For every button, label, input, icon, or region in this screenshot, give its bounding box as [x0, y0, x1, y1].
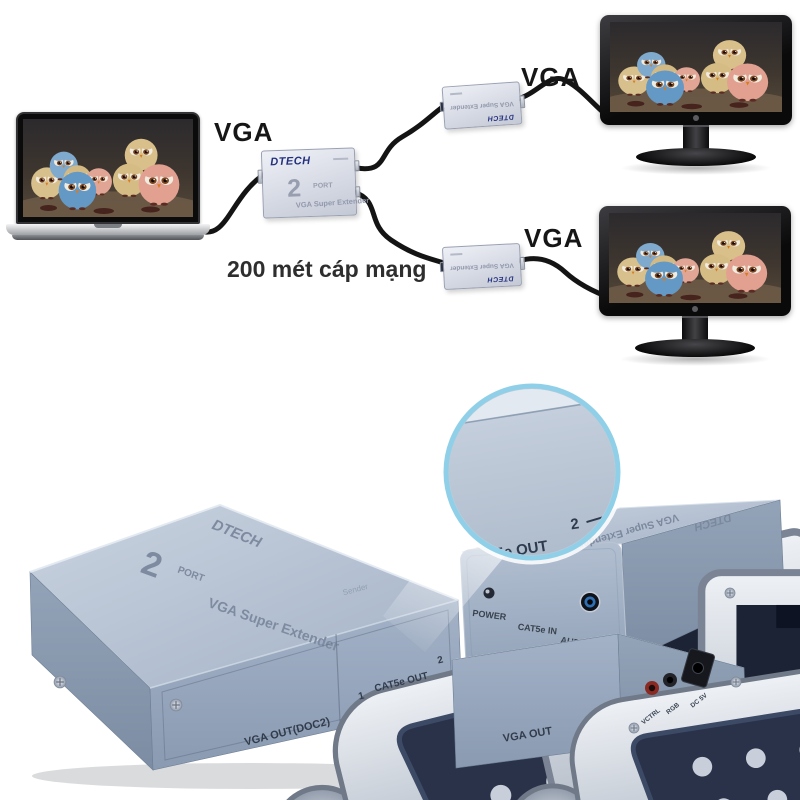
- monitor-brand-dot: [692, 306, 698, 312]
- monitor-brand-dot: [693, 115, 699, 121]
- monitor-2: [599, 206, 791, 378]
- sender-box-diagram: DTECH 2 PORT VGA Super Extender: [257, 147, 369, 219]
- monitor-screen: [609, 213, 781, 303]
- cable-receiver2-to-monitor2: [516, 256, 614, 301]
- receiver-box-diagram-1: DTECH VGA Super Extender: [439, 81, 526, 130]
- side-jacks: [645, 648, 715, 695]
- screw: [628, 722, 640, 734]
- vga-label-2: VGA: [521, 62, 581, 92]
- dtech-logo: DTECH: [486, 274, 514, 283]
- cable-sender-to-receiver1: [354, 101, 450, 172]
- receiver-box-diagram-2: DTECH VGA Super Extender: [439, 242, 526, 291]
- cat5e-in-label: CAT5e IN: [517, 622, 557, 637]
- laptop-latch-notch: [94, 224, 122, 228]
- monitor-stand-neck: [683, 125, 709, 152]
- audio-out-jack: [579, 591, 601, 613]
- owl-scene: [610, 22, 782, 112]
- laptop-base: [6, 224, 210, 235]
- model-print: [450, 253, 463, 256]
- port-word: PORT: [312, 182, 333, 190]
- upside-down-print: DTECH VGA Super Extender: [443, 244, 521, 289]
- monitor-shadow: [620, 161, 772, 175]
- cat5e-out-connector-1: [354, 160, 360, 172]
- vga-label-1: VGA: [214, 117, 274, 147]
- monitor-shadow: [619, 352, 771, 366]
- vga-out-connector: [519, 95, 526, 109]
- receiver-unit-bottom: VGA OUT VCTRL RGB DC 5V: [451, 622, 800, 800]
- monitor-stand-base: [635, 339, 755, 357]
- monitor-screen: [610, 22, 782, 112]
- port-count: 2: [286, 174, 302, 203]
- sender-unit: DTECH 2 PORT VGA Super Extender Sender V…: [29, 503, 800, 800]
- model-print: [450, 92, 463, 96]
- screw: [169, 698, 183, 712]
- inset-port2-label: 2: [569, 515, 580, 533]
- monitor-stand-neck: [682, 316, 708, 343]
- cat5e-out-connector-2: [355, 186, 361, 198]
- cable-length-note: 200 mét cáp mạng: [227, 256, 427, 282]
- vga-in-connector: [257, 169, 263, 184]
- laptop: [6, 112, 210, 244]
- product-photo: DTECH 2 PORT VGA Super Extender Sender V…: [29, 380, 800, 800]
- monitor-stand-base: [636, 148, 756, 166]
- monitor-1: [600, 15, 792, 187]
- power-label: POWER: [472, 608, 507, 622]
- port1-label: 1: [357, 690, 365, 702]
- product-name: VGA Super Extender: [449, 99, 515, 112]
- screw: [53, 675, 67, 689]
- laptop-screen: [16, 112, 200, 224]
- cable-receiver1-to-monitor1: [515, 75, 616, 123]
- vga-label-3: VGA: [524, 223, 584, 253]
- panel-divider: [335, 633, 341, 723]
- dtech-logo: DTECH: [270, 154, 311, 169]
- product-name: VGA Super Extender: [450, 261, 514, 272]
- owl-scene: [23, 119, 193, 217]
- dtech-logo: DTECH: [487, 112, 515, 122]
- screw: [724, 587, 736, 599]
- port2-label: 2: [436, 654, 444, 666]
- cable-sender-to-receiver2: [351, 189, 450, 267]
- owl-scene: [609, 213, 781, 303]
- upside-down-print: DTECH VGA Super Extender: [443, 82, 522, 128]
- screw: [730, 676, 742, 688]
- vga-out-connector: [519, 256, 526, 271]
- magnifier-beam: [383, 520, 505, 652]
- laptop-front-edge: [12, 235, 204, 240]
- model-print: [333, 157, 349, 161]
- power-led: [483, 587, 495, 599]
- diagram-cables: [197, 75, 616, 301]
